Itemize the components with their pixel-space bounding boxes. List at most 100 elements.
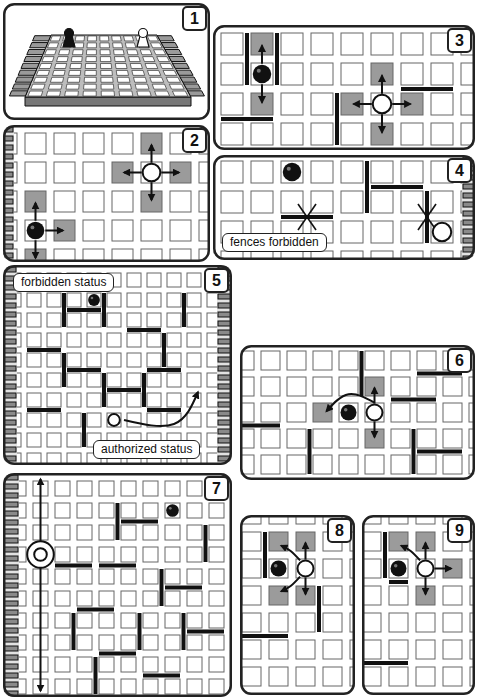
board-square (77, 679, 92, 694)
stored-fence (218, 411, 231, 416)
board-square (296, 667, 315, 686)
board-square (165, 657, 180, 672)
board-square (100, 57, 111, 62)
board-square (362, 613, 381, 632)
fence (62, 353, 66, 387)
stored-fence (4, 321, 16, 326)
pawn-figure (139, 29, 148, 38)
stored-fence (4, 375, 16, 380)
stored-fence (218, 447, 231, 452)
stored-fence (218, 438, 231, 443)
board-square (84, 77, 96, 82)
board-square (115, 64, 127, 69)
board-square (170, 191, 191, 212)
board-square (113, 43, 123, 48)
board-square (143, 635, 158, 650)
board-square (269, 640, 288, 659)
board-square (313, 455, 332, 474)
stored-fence (4, 655, 18, 660)
board-square (99, 547, 114, 562)
board-square (209, 525, 224, 540)
board-square (83, 191, 104, 212)
board-square (417, 455, 436, 474)
board-square (143, 591, 158, 606)
black-pawn (391, 561, 407, 577)
board-square (114, 57, 125, 62)
board-square (47, 353, 61, 367)
panel-content (3, 265, 232, 465)
step-number: 2 (190, 131, 199, 150)
board-square (187, 569, 202, 584)
board-square (242, 613, 261, 632)
board-square (391, 403, 410, 422)
step-number: 5 (212, 271, 221, 290)
board-square (362, 667, 381, 686)
board-square (389, 613, 408, 632)
board-square (99, 569, 114, 584)
board-square (431, 93, 453, 115)
rule-panel (215, 478, 396, 700)
board-square (311, 33, 333, 55)
board-square (114, 50, 125, 55)
white-pawn (373, 95, 391, 113)
board-square (55, 635, 70, 650)
board-square (127, 333, 141, 347)
fence (72, 613, 76, 650)
board-square (129, 57, 141, 62)
move-arrow (425, 577, 427, 594)
fence (147, 368, 181, 372)
board-square (107, 333, 121, 347)
fence (102, 293, 106, 327)
white-pawn (298, 561, 314, 577)
stored-fence (4, 628, 18, 633)
board-square (401, 33, 423, 55)
board-square (77, 613, 92, 628)
board-square (127, 293, 141, 307)
board-square (117, 77, 130, 82)
rule-panel (3, 265, 232, 487)
board-square (209, 591, 224, 606)
board-square (119, 91, 133, 96)
board-square (132, 70, 145, 75)
board-square (83, 133, 104, 154)
board-square (112, 220, 133, 241)
board-square (167, 273, 181, 287)
move-arrow (35, 203, 37, 221)
board-square (55, 481, 70, 496)
board-square (99, 657, 114, 672)
board-square (147, 36, 158, 41)
board-square (67, 433, 81, 447)
board-square (323, 559, 342, 578)
jump-arrow (124, 392, 198, 426)
stored-fence (4, 664, 18, 669)
board-square (371, 191, 393, 213)
stored-fence (4, 592, 18, 597)
board-square (77, 525, 92, 540)
cross-mark (418, 204, 436, 230)
board-square (55, 525, 70, 540)
fence (308, 429, 312, 474)
fence (263, 532, 267, 578)
move-arrow (261, 46, 263, 64)
board-square (121, 525, 136, 540)
board-square (167, 353, 181, 367)
board-square (416, 640, 435, 659)
board-square (261, 377, 280, 396)
board-square (165, 613, 180, 628)
fence (116, 503, 120, 540)
board-square (341, 161, 363, 183)
board-square (67, 393, 81, 407)
panel-border (4, 266, 231, 464)
board-square (287, 351, 306, 370)
board-square (54, 64, 66, 69)
fence (94, 657, 98, 694)
board-square (431, 221, 453, 243)
board-square (341, 33, 363, 55)
board-square (67, 77, 80, 82)
board-square (443, 586, 462, 605)
board-square (27, 393, 41, 407)
board-square (187, 413, 201, 427)
board-square (341, 221, 363, 243)
board-square (187, 591, 202, 606)
